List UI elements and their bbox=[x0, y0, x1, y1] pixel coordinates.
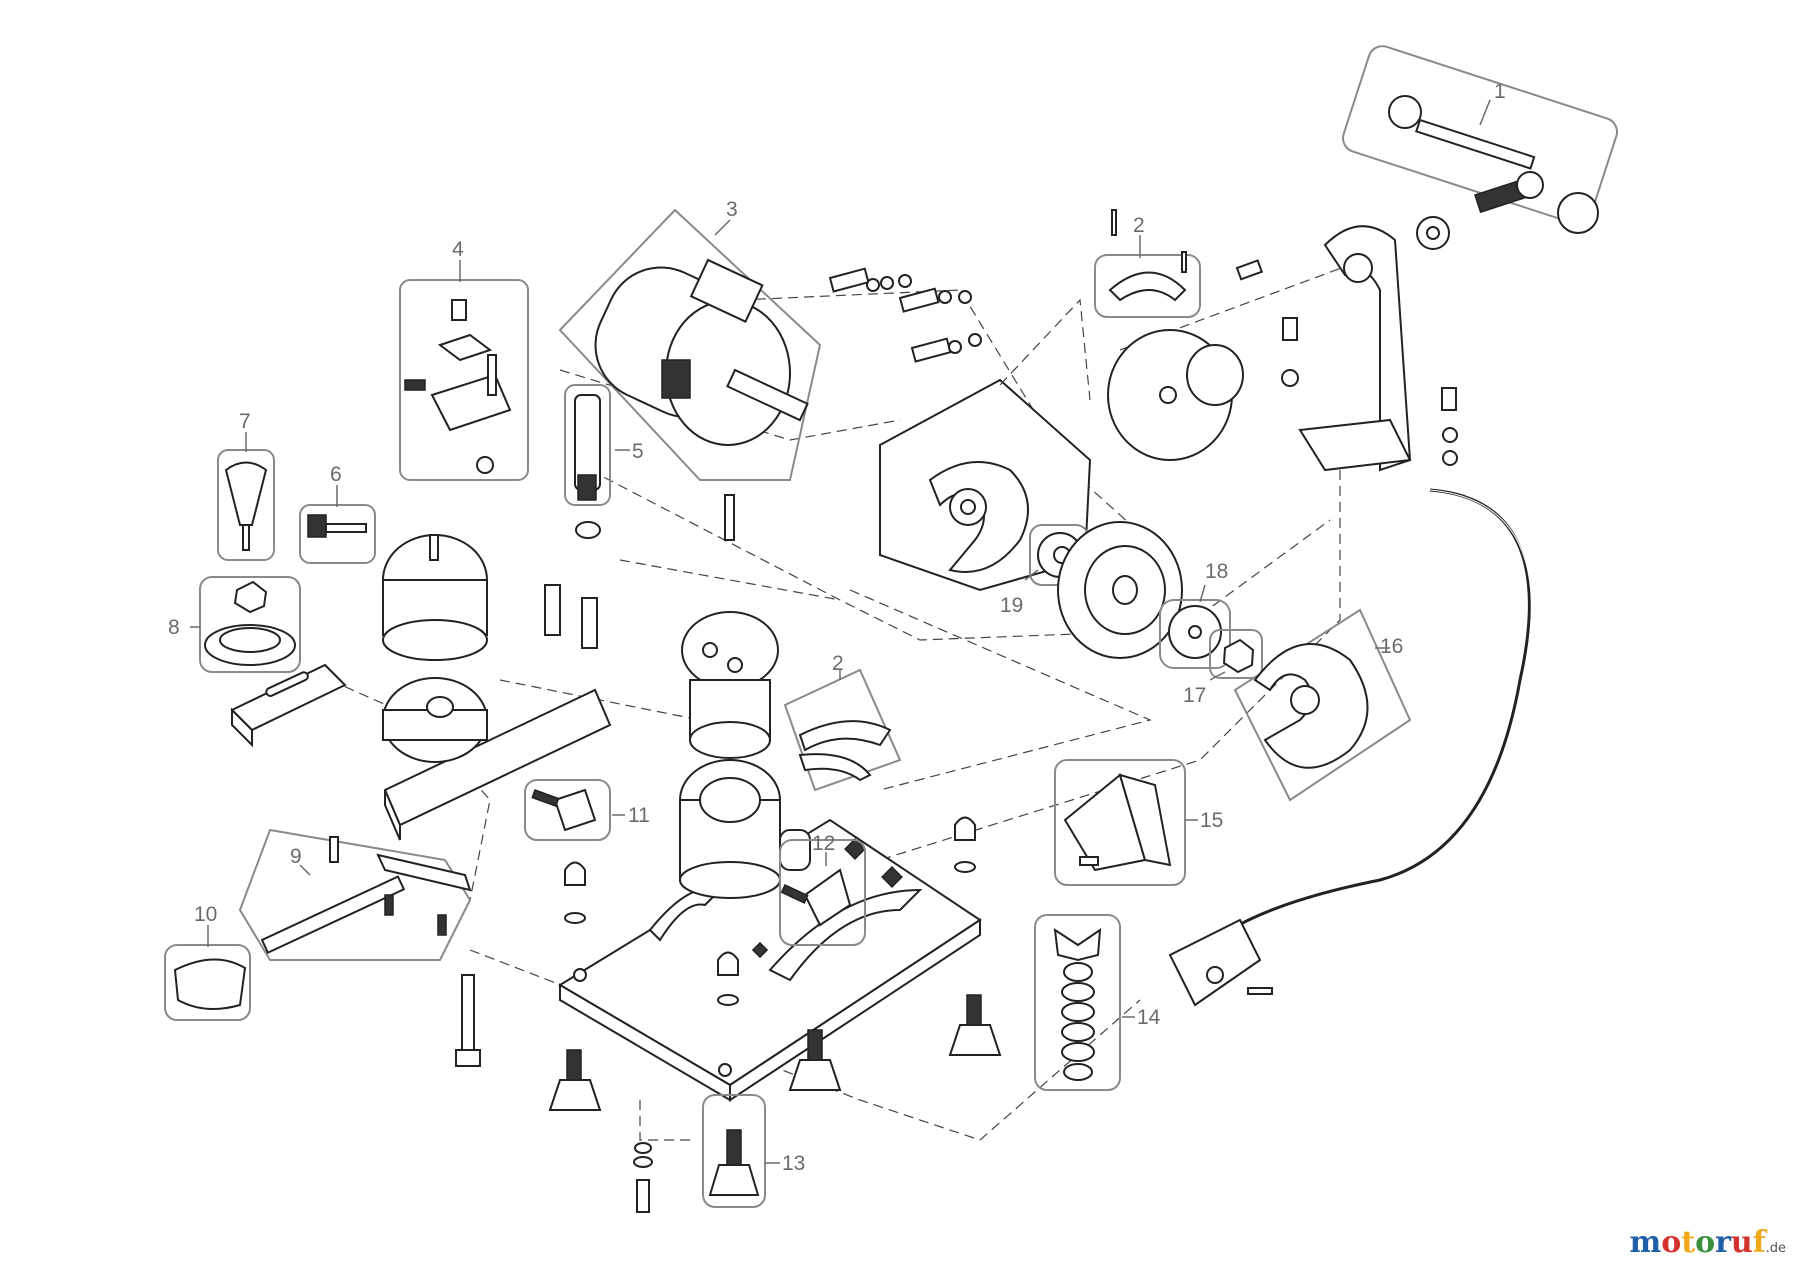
callout-16: 16 bbox=[1380, 635, 1403, 658]
acorn-nuts bbox=[564, 816, 976, 1006]
support-bracket bbox=[1281, 216, 1458, 472]
wheel-flange bbox=[1107, 259, 1264, 461]
long-bolt bbox=[455, 974, 653, 1213]
part-5-threaded-rod bbox=[564, 384, 611, 539]
callout-19: 19 bbox=[1000, 594, 1023, 617]
leader-lines bbox=[190, 99, 1491, 1164]
motoruf-watermark-logo: motoruf.de bbox=[1629, 1225, 1786, 1260]
part-8-disc bbox=[199, 576, 301, 673]
part-13-foot bbox=[702, 1094, 766, 1208]
watermark-letter: f bbox=[1752, 1225, 1766, 1260]
watermark-brand-text: motoruf bbox=[1629, 1225, 1765, 1260]
wheel-guard-housing bbox=[879, 298, 1092, 592]
callout-15: 15 bbox=[1200, 809, 1223, 832]
part-16-front-guard bbox=[1233, 608, 1412, 802]
clamping-block bbox=[382, 534, 488, 661]
callout-17: 17 bbox=[1183, 684, 1206, 707]
part-11-knob bbox=[524, 779, 611, 841]
part-2-upper-shroud bbox=[1094, 209, 1201, 318]
part-14-washer-stack bbox=[1034, 914, 1121, 1091]
callout-4: 4 bbox=[452, 238, 464, 261]
watermark-letter: u bbox=[1730, 1225, 1753, 1260]
callout-12: 12 bbox=[812, 832, 835, 855]
power-cable-plug bbox=[1168, 488, 1532, 1007]
watermark-letter: m bbox=[1629, 1225, 1662, 1260]
part-15-wedge-clamp bbox=[1054, 759, 1186, 886]
callout-numbers: 1 2 3 4 5 6 7 8 9 10 11 12 13 14 15 16 1… bbox=[168, 80, 1506, 1175]
callout-7: 7 bbox=[239, 410, 251, 433]
part-10-handle-grip bbox=[164, 944, 251, 1021]
watermark-letter: t bbox=[1681, 1225, 1696, 1260]
watermark-letter: r bbox=[1715, 1225, 1731, 1260]
part-4-bracket-set bbox=[399, 279, 529, 481]
part-2-lower-shroud bbox=[783, 668, 902, 792]
grinding-wheel bbox=[1057, 521, 1183, 659]
callout-8: 8 bbox=[168, 616, 180, 639]
base-plate bbox=[558, 818, 982, 1102]
watermark-letter: o bbox=[1661, 1225, 1682, 1260]
watermark-letter: o bbox=[1695, 1225, 1716, 1260]
part-7-handle-knob bbox=[217, 449, 275, 561]
callout-11: 11 bbox=[628, 804, 650, 827]
callout-10: 10 bbox=[194, 903, 217, 926]
slotted-plate bbox=[230, 663, 347, 748]
callout-18: 18 bbox=[1205, 560, 1228, 583]
callout-3: 3 bbox=[726, 198, 738, 221]
callout-2-upper: 2 bbox=[1133, 214, 1145, 237]
part-17-nut bbox=[1209, 629, 1263, 679]
callout-1: 1 bbox=[1494, 80, 1506, 103]
watermark-domain-suffix: .de bbox=[1765, 1241, 1786, 1256]
callout-14: 14 bbox=[1137, 1006, 1161, 1029]
part-6-bolt bbox=[299, 504, 376, 564]
part-18-washer bbox=[1159, 599, 1231, 669]
callout-6: 6 bbox=[330, 463, 342, 486]
callout-9: 9 bbox=[290, 845, 302, 868]
mounting-bolts bbox=[724, 267, 982, 541]
callout-2-lower: 2 bbox=[832, 652, 844, 675]
part-3-motor bbox=[558, 208, 822, 481]
tool-rest-arm bbox=[382, 584, 612, 841]
part-1-shaft bbox=[1342, 45, 1618, 234]
rubber-feet bbox=[548, 994, 1002, 1111]
part-9-rod-assembly bbox=[238, 828, 472, 961]
callout-5: 5 bbox=[632, 440, 644, 463]
part-12-knob bbox=[779, 839, 866, 946]
callout-13: 13 bbox=[782, 1152, 805, 1175]
column-assembly bbox=[679, 611, 811, 899]
